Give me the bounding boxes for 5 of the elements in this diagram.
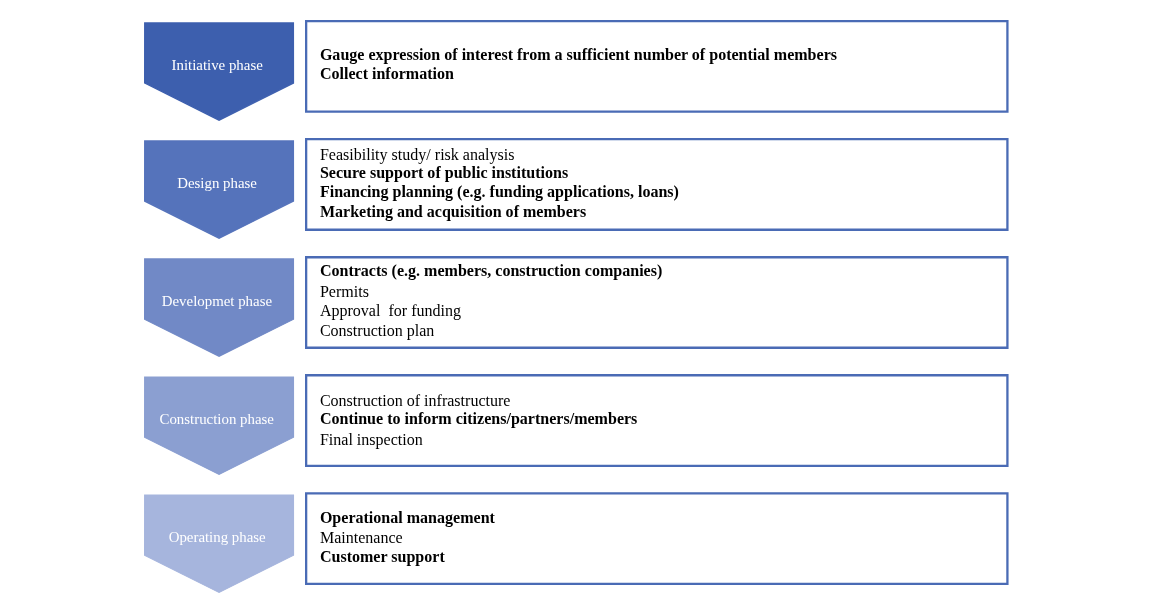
node-box: Feasibility study/ risk analysis Secure support of public institutions Financing planning (e.g. funding applications, loans) Marketing and acquisition of members — [305, 138, 1009, 231]
node-box: Construction of infrastructure Continue to inform citizens/partners/members Final inspection — [305, 374, 1009, 467]
node-box: Operational management Maintenance Customer support — [305, 492, 1009, 585]
node-box: Contracts (e.g. members, construction companies) Permits Approval for funding Construction plan — [305, 256, 1009, 349]
node-box: Gauge expression of interest from a sufficient number of potential members Collect information — [305, 20, 1009, 113]
